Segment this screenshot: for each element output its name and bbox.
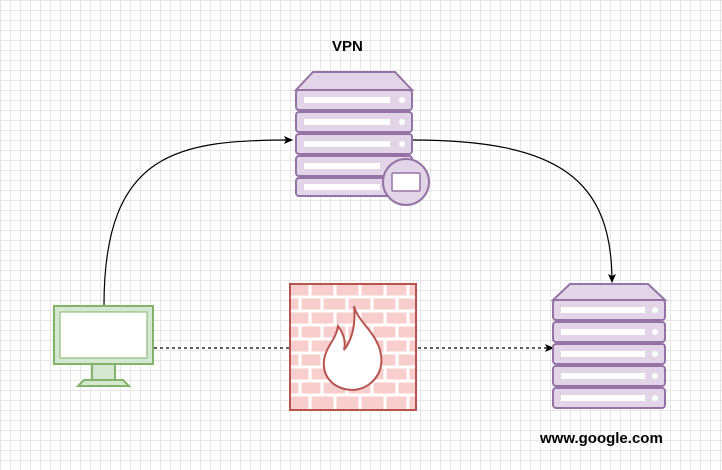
firewall-brick-mortar [290, 284, 416, 410]
web-server-icon[interactable] [550, 283, 668, 409]
vpn-label: VPN [332, 38, 363, 55]
flame-icon [322, 305, 383, 392]
desktop-monitor-icon[interactable] [53, 305, 154, 387]
vpn-badge-icon [382, 158, 430, 206]
connector-client-to-vpn [103, 136, 293, 306]
connector-vpn-to-destination [411, 139, 616, 283]
vpn-server-icon[interactable] [293, 71, 430, 206]
firewall-icon[interactable] [289, 283, 417, 411]
destination-label: www.google.com [540, 430, 663, 447]
